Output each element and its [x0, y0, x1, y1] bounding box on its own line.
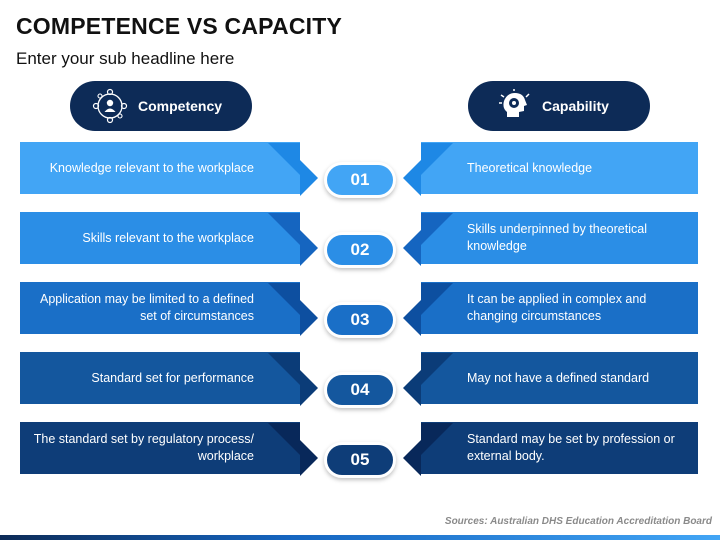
competency-text: Knowledge relevant to the workplace	[49, 160, 254, 175]
competency-card: Knowledge relevant to the workplace	[20, 142, 300, 194]
fold-corner-right	[421, 423, 453, 455]
row-number: 01	[350, 170, 370, 189]
arrow-left	[300, 160, 318, 196]
competency-card: Application may be limited to a defined …	[20, 282, 300, 334]
comparison-row: Skills relevant to the workplace Skills …	[0, 212, 720, 272]
competency-label: Competency	[138, 98, 223, 114]
capability-card: Standard may be set by profession or ext…	[421, 422, 698, 474]
competency-card: Standard set for performance	[20, 352, 300, 404]
row-number: 05	[350, 450, 370, 469]
fold-corner-left	[268, 423, 300, 455]
capability-text: Theoretical knowledge	[467, 160, 593, 175]
row-number: 02	[350, 240, 370, 259]
capability-card: Theoretical knowledge	[421, 142, 698, 194]
page-subtitle: Enter your sub headline here	[16, 49, 235, 68]
competency-card: The standard set by regulatory process/ …	[20, 422, 300, 474]
fold-corner-right	[421, 213, 453, 245]
row-number-badge: 04	[324, 372, 396, 408]
capability-text: Skills underpinned by theoretical knowle…	[467, 222, 647, 253]
comparison-row: Application may be limited to a defined …	[0, 282, 720, 342]
comparison-row: Knowledge relevant to the workplace Theo…	[0, 142, 720, 202]
capability-label: Capability	[542, 98, 609, 114]
capability-text: It can be applied in complex and changin…	[467, 292, 647, 323]
arrow-left	[300, 440, 318, 476]
fold-corner-right	[421, 143, 453, 175]
row-number-badge: 05	[324, 442, 396, 478]
competency-text: Application may be limited to a defined …	[39, 292, 254, 323]
row-number-badge: 01	[324, 162, 396, 198]
bottom-accent-bar	[0, 535, 720, 540]
capability-header: Capability	[468, 81, 650, 131]
arrow-right	[403, 370, 421, 406]
competency-text: Standard set for performance	[91, 370, 254, 385]
arrow-left	[300, 300, 318, 336]
row-number: 03	[350, 310, 370, 329]
competency-text: Skills relevant to the workplace	[82, 230, 254, 245]
fold-corner-right	[421, 283, 453, 315]
arrow-left	[300, 230, 318, 266]
capability-card: It can be applied in complex and changin…	[421, 282, 698, 334]
page-title: COMPETENCE VS CAPACITY	[16, 13, 343, 39]
comparison-row: Standard set for performance May not hav…	[0, 352, 720, 412]
arrow-right	[403, 160, 421, 196]
fold-corner-left	[268, 143, 300, 175]
capability-text: Standard may be set by profession or ext…	[467, 432, 675, 463]
fold-corner-right	[421, 353, 453, 385]
source-note: Sources: Australian DHS Education Accred…	[444, 516, 712, 527]
person-network-icon	[92, 88, 128, 124]
arrow-right	[403, 440, 421, 476]
competency-text: The standard set by regulatory process/ …	[33, 432, 254, 463]
capability-text: May not have a defined standard	[467, 370, 650, 385]
fold-corner-left	[268, 283, 300, 315]
row-number-badge: 02	[324, 232, 396, 268]
row-number-badge: 03	[324, 302, 396, 338]
capability-card: Skills underpinned by theoretical knowle…	[421, 212, 698, 264]
arrow-left	[300, 370, 318, 406]
row-number: 04	[350, 380, 370, 399]
head-gears-icon	[496, 88, 532, 124]
arrow-right	[403, 230, 421, 266]
fold-corner-left	[268, 353, 300, 385]
capability-card: May not have a defined standard	[421, 352, 698, 404]
fold-corner-left	[268, 213, 300, 245]
competency-header: Competency	[70, 81, 252, 131]
comparison-row: The standard set by regulatory process/ …	[0, 422, 720, 482]
competency-card: Skills relevant to the workplace	[20, 212, 300, 264]
arrow-right	[403, 300, 421, 336]
